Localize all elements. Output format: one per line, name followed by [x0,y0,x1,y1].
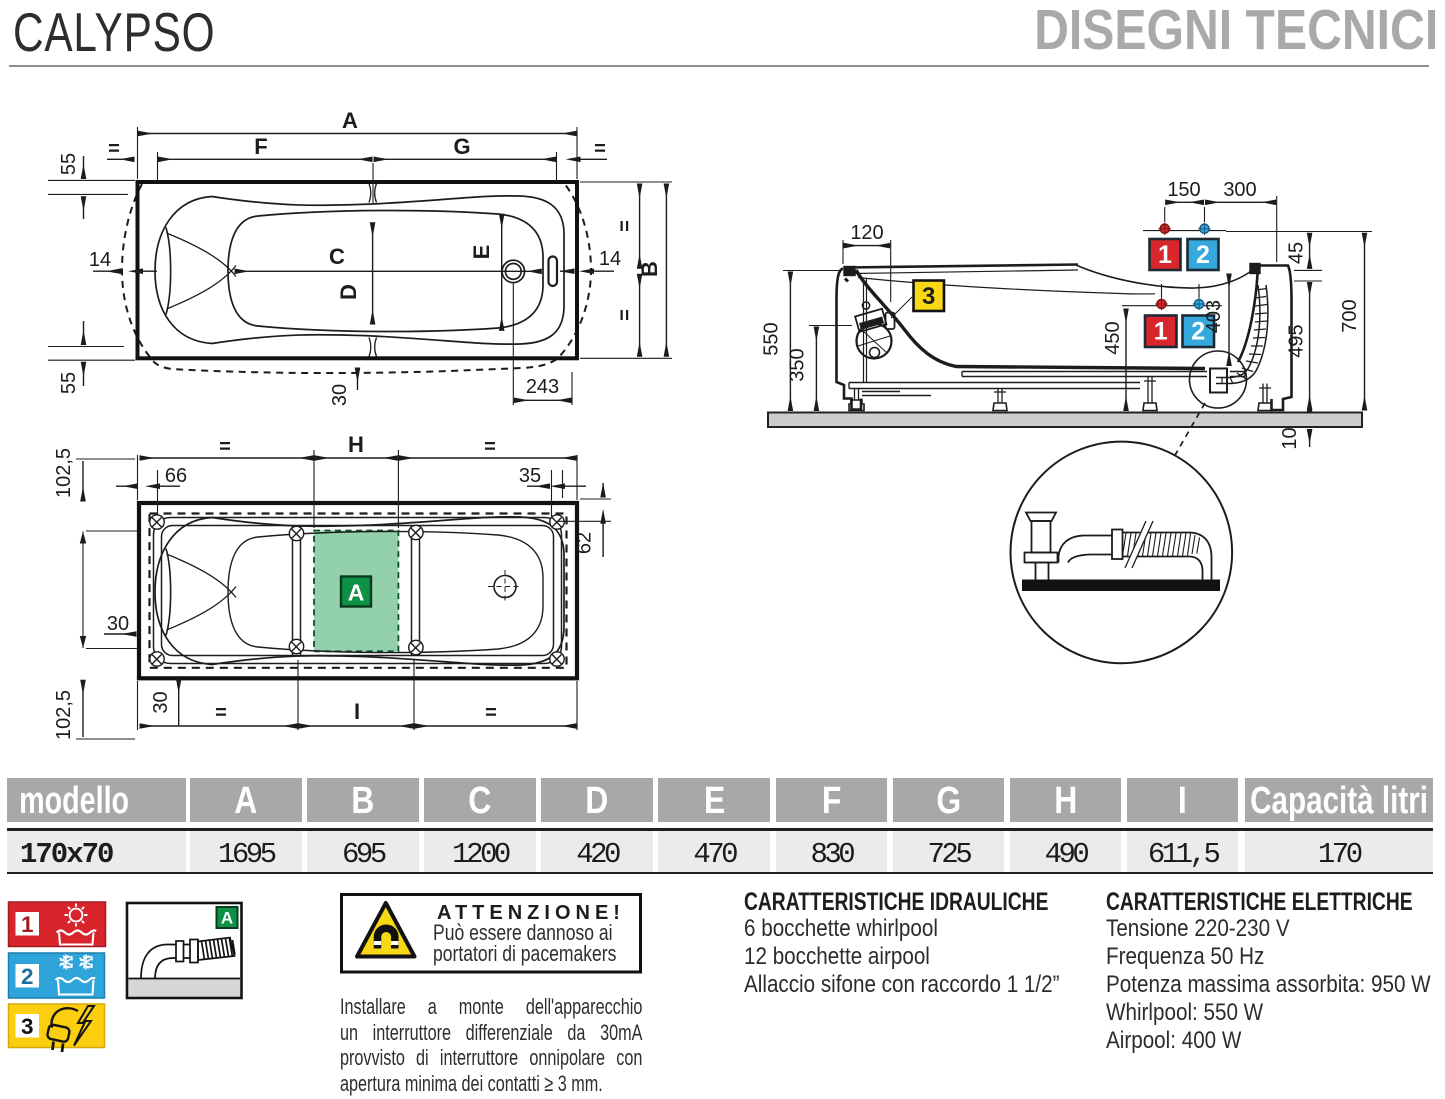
svg-text:=: = [615,220,637,232]
svg-text:550: 550 [761,322,783,355]
svg-text:1: 1 [1158,241,1172,269]
svg-text:66: 66 [165,465,187,487]
svg-text:=: = [615,309,637,321]
svg-text:=: = [485,702,497,724]
svg-text:350: 350 [787,348,809,381]
svg-text:14: 14 [599,248,621,270]
svg-text:35: 35 [519,465,541,487]
svg-text:30: 30 [329,384,351,406]
svg-text:120: 120 [850,222,883,244]
svg-text:62: 62 [574,532,596,554]
svg-text:H: H [348,432,364,457]
svg-text:D: D [336,284,361,300]
svg-text:2: 2 [1191,318,1205,346]
svg-text:30: 30 [107,613,129,635]
svg-text:E: E [469,245,494,260]
svg-text:=: = [594,138,606,160]
svg-text:3: 3 [922,283,935,310]
svg-text:=: = [108,138,120,160]
svg-text:A: A [221,909,233,928]
svg-text:700: 700 [1339,299,1361,332]
svg-text:10: 10 [1279,427,1301,449]
svg-text:14: 14 [89,249,111,271]
svg-text:30: 30 [150,691,172,713]
svg-text:I: I [354,699,360,724]
svg-text:G: G [453,134,470,159]
svg-text:150: 150 [1167,179,1200,201]
svg-text:=: = [484,436,496,458]
svg-text:55: 55 [58,372,80,394]
svg-text:1: 1 [21,912,34,937]
svg-text:2: 2 [1196,241,1210,269]
svg-text:C: C [329,244,345,269]
svg-text:45: 45 [1286,242,1308,264]
svg-text:F: F [254,134,267,159]
svg-text:300: 300 [1223,179,1256,201]
svg-text:=: = [215,702,227,724]
svg-text:1: 1 [1154,318,1168,346]
svg-text:A: A [342,108,358,133]
svg-text:495: 495 [1286,324,1308,357]
svg-text:3: 3 [21,1014,34,1039]
svg-text:102,5: 102,5 [53,448,75,498]
svg-text:2: 2 [21,964,34,989]
svg-text:B: B [637,261,662,277]
svg-text:102,5: 102,5 [53,690,75,740]
svg-text:=: = [219,436,231,458]
svg-text:55: 55 [58,153,80,175]
svg-text:403: 403 [1203,300,1225,333]
svg-text:450: 450 [1102,321,1124,354]
svg-text:243: 243 [526,376,559,398]
svg-text:A: A [348,580,365,606]
